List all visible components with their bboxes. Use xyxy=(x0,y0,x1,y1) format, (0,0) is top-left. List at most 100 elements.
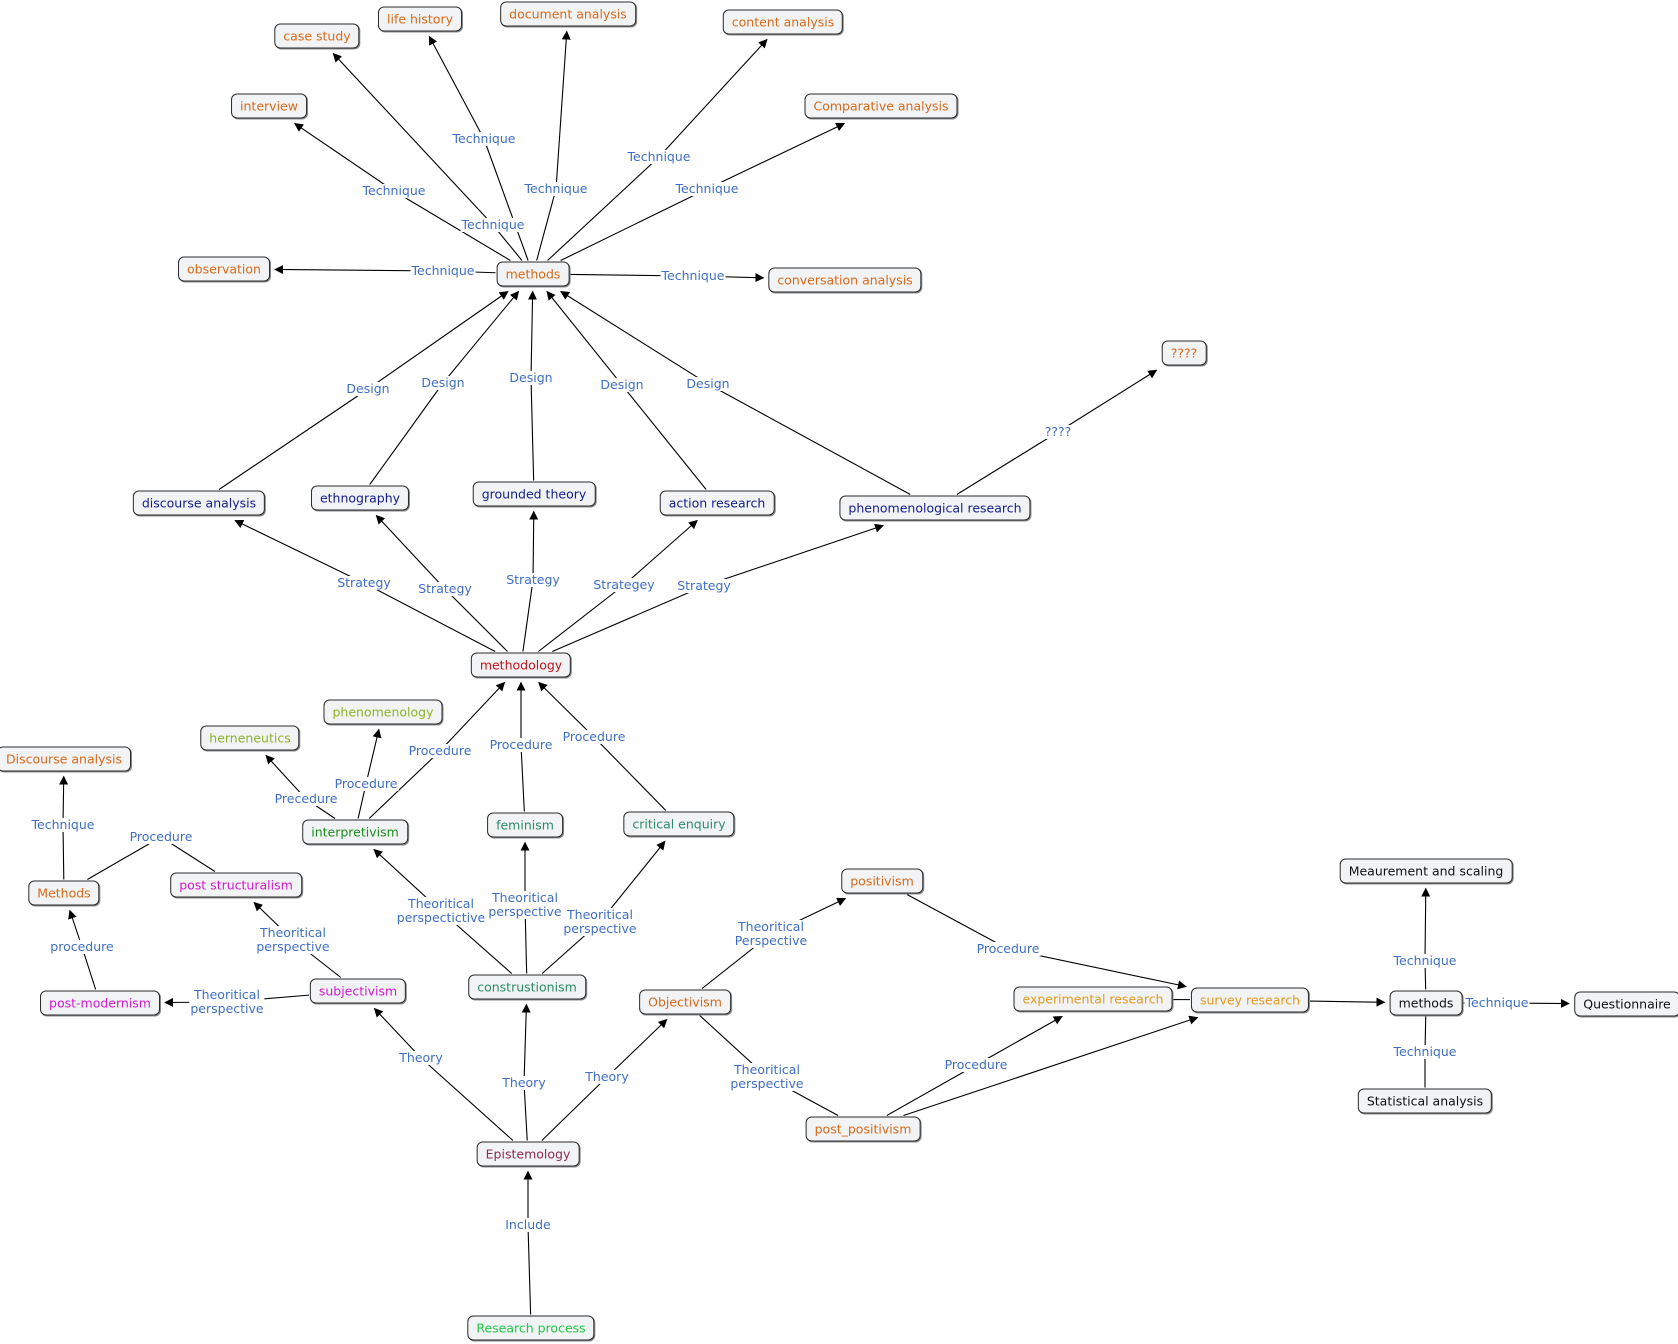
concept-node-conversation-analysis[interactable]: conversation analysis xyxy=(768,267,922,293)
link-methods-to-interview xyxy=(293,122,511,261)
link-epistemology-to-construstionism xyxy=(521,1003,531,1141)
link-action-research-to-methods xyxy=(546,290,707,490)
link-label: Procedure xyxy=(333,776,399,791)
link-ethnography-to-methods xyxy=(369,290,520,485)
link-methods-3-to-measurement-scaling xyxy=(1421,887,1431,990)
link-grounded-theory-to-methods xyxy=(528,290,538,481)
link-label: ???? xyxy=(1043,424,1073,439)
concept-node-action-research[interactable]: action research xyxy=(659,490,775,516)
concept-node-survey-research[interactable]: survey research xyxy=(1190,987,1310,1013)
link-methodology-to-discourse-analysis xyxy=(234,519,496,652)
link-label: Technique xyxy=(451,131,517,146)
link-label: Strategy xyxy=(336,575,392,590)
link-interpretivism-to-methodology xyxy=(368,681,506,819)
link-label: Include xyxy=(504,1217,552,1232)
link-label: Technique xyxy=(660,268,726,283)
link-label: Technique xyxy=(626,149,692,164)
concept-node-research-process[interactable]: Research process xyxy=(467,1315,595,1341)
concept-node-comparative-analysis[interactable]: Comparative analysis xyxy=(804,93,958,119)
link-research-process-to-epistemology xyxy=(523,1170,533,1315)
concept-node-phenomenology[interactable]: phenomenology xyxy=(323,699,443,725)
link-label: Procedure xyxy=(128,829,194,844)
link-interpretivism-to-phenomenology xyxy=(357,728,382,819)
concept-node-objectivism[interactable]: Objectivism xyxy=(639,989,731,1015)
link-positivism-to-survey-research xyxy=(906,894,1187,990)
concept-node-life-history[interactable]: life history xyxy=(377,6,463,32)
link-label: Strategey xyxy=(592,577,656,592)
concept-node-post-structuralism[interactable]: post structuralism xyxy=(170,872,302,898)
concept-node-critical-enquiry[interactable]: critical enquiry xyxy=(623,811,735,837)
link-label: Theory xyxy=(398,1050,444,1065)
concept-node-questionnaire[interactable]: Questionnaire xyxy=(1574,991,1678,1017)
link-methodology-to-action-research xyxy=(538,519,698,652)
link-label: Technique xyxy=(410,263,476,278)
link-critical-enquiry-to-methodology xyxy=(538,681,667,811)
concept-node-observation[interactable]: observation xyxy=(178,256,270,282)
concept-node-phenomenological-research[interactable]: phenomenological research xyxy=(839,495,1031,521)
link-feminism-to-methodology xyxy=(516,681,526,812)
link-label: Precedure xyxy=(273,791,339,806)
concept-node-methods-3[interactable]: methods xyxy=(1389,990,1463,1016)
concept-node-experimental-research[interactable]: experimental research xyxy=(1013,986,1173,1012)
link-phenomenological-research-to-qqqq-node xyxy=(956,369,1158,495)
concept-node-epistemology[interactable]: Epistemology xyxy=(476,1141,580,1167)
concept-node-discourse-analysis[interactable]: discourse analysis xyxy=(132,490,266,516)
link-label: Procedure xyxy=(561,729,627,744)
concept-node-positivism[interactable]: positivism xyxy=(841,868,923,894)
link-label: Design xyxy=(599,377,645,392)
link-label: Procedure xyxy=(975,941,1041,956)
link-label: Technique xyxy=(30,817,96,832)
concept-node-herneneutics[interactable]: herneneutics xyxy=(200,725,300,751)
link-label: Procedure xyxy=(943,1057,1009,1072)
link-label: Theory xyxy=(501,1075,547,1090)
link-methods-to-document-analysis xyxy=(536,30,571,261)
concept-node-interpretivism[interactable]: interpretivism xyxy=(302,819,408,845)
concept-node-methodology[interactable]: methodology xyxy=(470,652,572,678)
concept-node-methods-2[interactable]: Methods xyxy=(28,880,100,906)
concept-node-grounded-theory[interactable]: grounded theory xyxy=(472,481,596,507)
link-phenomenological-research-to-methods xyxy=(560,291,911,495)
link-methodology-to-grounded-theory xyxy=(522,510,539,652)
link-methods-2-to-discourse-analysis-2 xyxy=(59,775,69,880)
link-label: Design xyxy=(345,381,391,396)
concept-node-interview[interactable]: interview xyxy=(231,93,307,119)
link-label: Theory xyxy=(584,1069,630,1084)
link-label: procedure xyxy=(49,939,115,954)
link-label: Technique xyxy=(460,217,526,232)
link-methods-to-life-history xyxy=(428,35,529,261)
concept-node-construstionism[interactable]: construstionism xyxy=(468,974,586,1000)
link-post-positivism-to-experimental-research xyxy=(886,1016,1063,1116)
link-label: Technique xyxy=(1464,995,1530,1010)
link-label: Technique xyxy=(1392,953,1458,968)
link-label: Strategy xyxy=(505,572,561,587)
concept-node-discourse-analysis-2[interactable]: Discourse analysis xyxy=(0,746,131,772)
link-label: Strategy xyxy=(417,581,473,596)
concept-node-qqqq-node[interactable]: ???? xyxy=(1161,340,1207,366)
link-label: Technique xyxy=(1392,1044,1458,1059)
concept-node-feminism[interactable]: feminism xyxy=(487,812,563,838)
link-methods-to-comparative-analysis xyxy=(560,122,846,261)
concept-node-post-modernism[interactable]: post-modernism xyxy=(40,990,160,1016)
concept-node-case-study[interactable]: case study xyxy=(274,23,360,49)
link-epistemology-to-subjectivism xyxy=(373,1007,514,1141)
concept-node-measurement-scaling[interactable]: Meaurement and scaling xyxy=(1339,858,1513,884)
concept-node-ethnography[interactable]: ethnography xyxy=(310,485,410,511)
concept-node-document-analysis[interactable]: document analysis xyxy=(500,1,636,27)
concept-node-statistical-analysis[interactable]: Statistical analysis xyxy=(1357,1088,1493,1114)
link-discourse-analysis-to-methods xyxy=(218,290,509,490)
concept-node-subjectivism[interactable]: subjectivism xyxy=(309,978,407,1004)
link-methodology-to-ethnography xyxy=(375,514,508,652)
link-interpretivism-to-herneneutics xyxy=(265,754,336,819)
concept-node-methods[interactable]: methods xyxy=(496,261,570,287)
concept-node-post-positivism[interactable]: post_positivism xyxy=(805,1116,921,1142)
link-label: Design xyxy=(685,376,731,391)
concept-node-content-analysis[interactable]: content analysis xyxy=(722,9,844,35)
link-label: Design xyxy=(508,370,554,385)
